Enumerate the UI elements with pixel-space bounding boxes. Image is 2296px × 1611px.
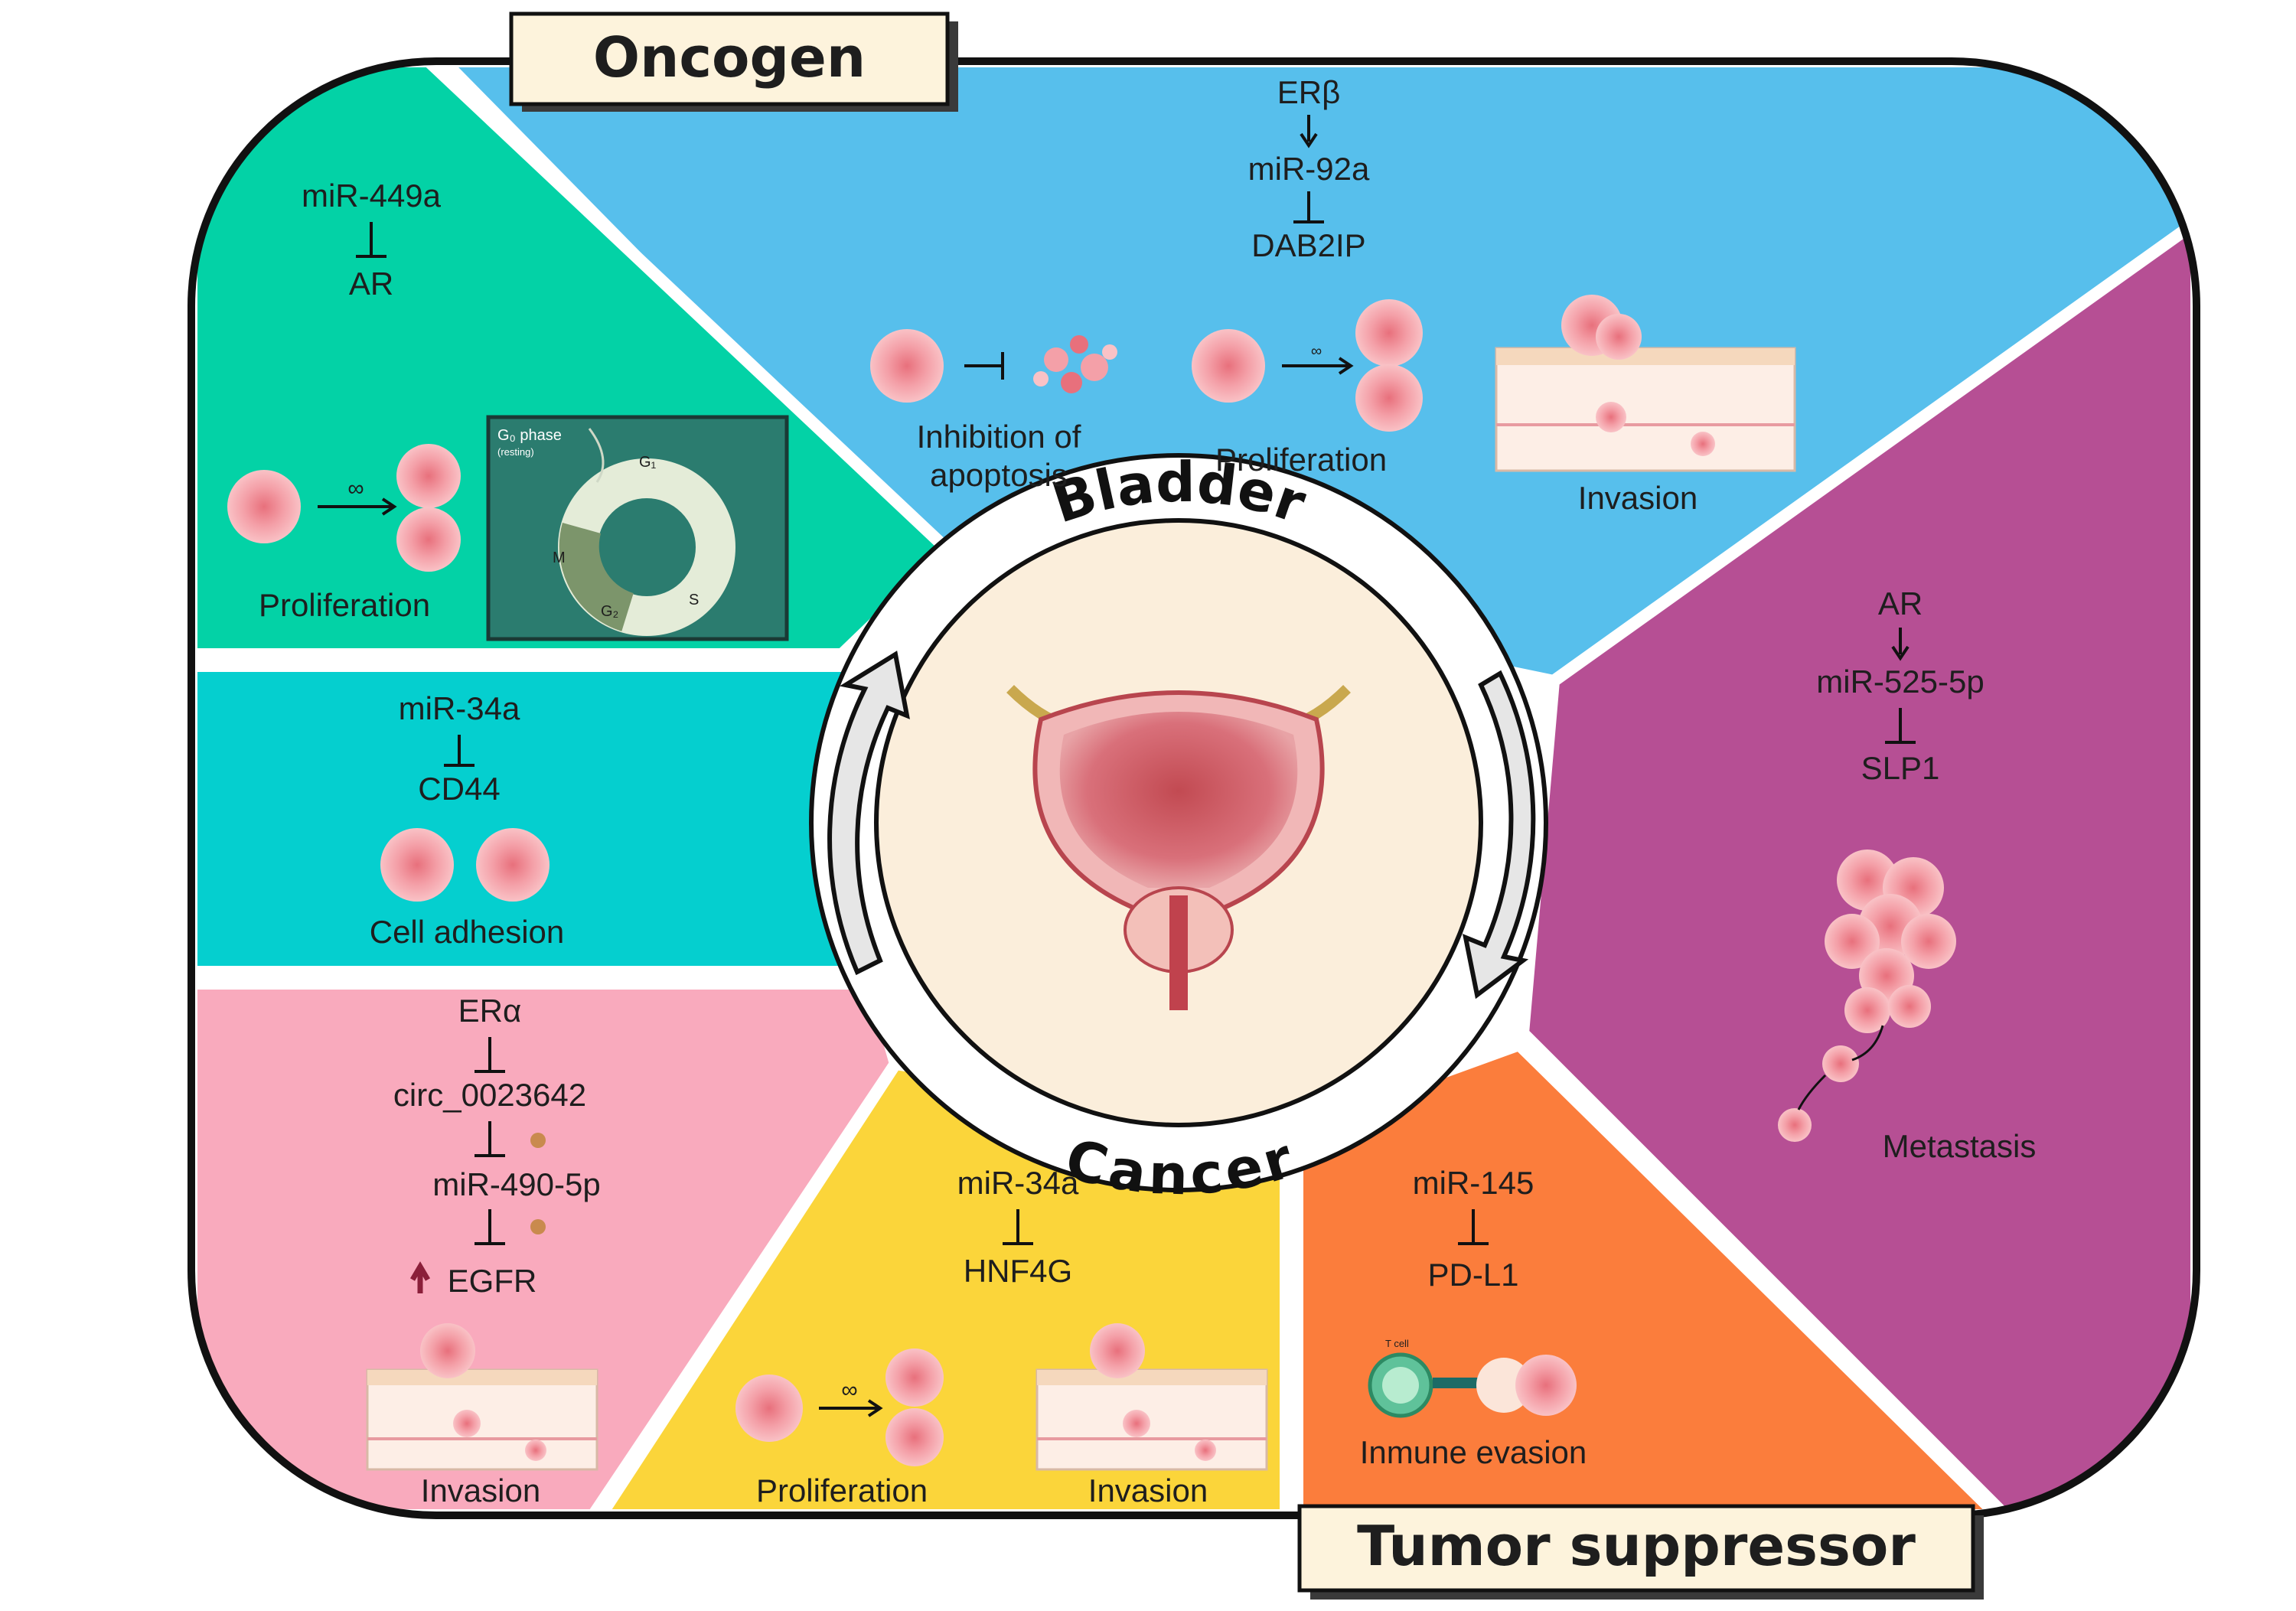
green-item-mir449a: miR-449a [302, 178, 442, 214]
blue-caption-proliferation: Proliferation [1215, 442, 1387, 478]
invasion-tissue-icon [1035, 1323, 1268, 1471]
oncogen-label-box: Oncogen [509, 11, 958, 112]
arrow-right-icon [318, 497, 397, 516]
circular-arrow-icon [1462, 670, 1536, 1000]
cell-icon [227, 470, 301, 543]
inhibition-icon [1293, 191, 1324, 223]
inhibition-icon [1003, 1209, 1033, 1245]
cell-cycle-resting: (resting) [497, 446, 534, 458]
tcell-label: T cell [1385, 1338, 1409, 1349]
tumor-suppressor-title: Tumor suppressor [1357, 1514, 1916, 1578]
infinity-icon: ∞ [347, 476, 364, 501]
apoptotic-cell-icon [1033, 335, 1117, 393]
blue-item-mir92a: miR-92a [1248, 151, 1370, 187]
cell-cycle-g2: G₂ [601, 603, 618, 620]
cell-icon [735, 1375, 803, 1442]
arrow-right-icon [819, 1399, 883, 1417]
blue-item-dab2ip: DAB2IP [1251, 227, 1365, 263]
orange-item-mir145: miR-145 [1413, 1165, 1534, 1201]
purple-item-slp1: SLP1 [1861, 750, 1940, 786]
center-emblem: Bladder Cancer [809, 450, 1548, 1207]
cell-icon [870, 329, 944, 403]
oncogen-title: Oncogen [593, 25, 866, 90]
purple-item-mir525: miR-525-5p [1816, 664, 1984, 700]
arrow-down-icon [1300, 115, 1318, 148]
cell-icon [396, 444, 461, 508]
teal-item-cd44: CD44 [418, 771, 500, 807]
circular-arrow-icon [827, 651, 910, 976]
cell-icon [885, 1348, 944, 1407]
up-arrow-icon [409, 1261, 431, 1293]
cell-icon [396, 507, 461, 572]
green-caption-proliferation: Proliferation [259, 587, 430, 623]
invasion-tissue-icon [1495, 295, 1796, 472]
teal-panel-content: miR-34a CD44 Cell adhesion [370, 690, 565, 950]
arrow-right-icon [1282, 357, 1354, 375]
cell-icon [476, 828, 550, 902]
pink-caption-invasion: Invasion [421, 1472, 540, 1508]
yellow-item-hnf4g: HNF4G [964, 1253, 1072, 1289]
pink-item-circ: circ_0023642 [393, 1077, 586, 1113]
yellow-caption-invasion: Invasion [1088, 1472, 1208, 1508]
blue-caption-apoptosis-2: apoptosis [930, 457, 1068, 493]
inhibition-icon [1458, 1209, 1489, 1245]
orange-item-pdl1: PD-L1 [1427, 1257, 1518, 1293]
teal-caption-adhesion: Cell adhesion [370, 914, 565, 950]
teal-panel [191, 660, 863, 978]
purple-panel-content: AR miR-525-5p SLP1 Metastasis [1778, 585, 2036, 1164]
yellow-caption-proliferation: Proliferation [756, 1472, 928, 1508]
purple-item-ar: AR [1878, 585, 1923, 621]
pink-item-egfr: EGFR [448, 1263, 537, 1299]
cell-icon [1192, 329, 1265, 403]
blue-caption-invasion: Invasion [1578, 480, 1698, 516]
blue-caption-apoptosis-1: Inhibition of [917, 419, 1081, 455]
blue-panel-content: ERβ miR-92a DAB2IP Inhibition of apoptos… [870, 74, 1796, 516]
inhibition-icon [475, 1121, 505, 1157]
green-panel-content: miR-449a AR ∞ Proliferation G₀ phase (re… [227, 178, 789, 641]
inhibition-icon [475, 1037, 505, 1073]
inhibition-icon [444, 735, 475, 767]
cell-icon [1355, 299, 1423, 367]
cell-cycle-s: S [689, 592, 699, 608]
orange-caption-immune: Inmune evasion [1360, 1434, 1587, 1470]
molecule-icon [530, 1219, 546, 1234]
molecule-icon [530, 1133, 546, 1148]
green-item-ar: AR [349, 266, 393, 302]
immune-cells-icon: T cell [1368, 1338, 1577, 1418]
inhibition-icon [356, 222, 386, 258]
cell-icon [380, 828, 454, 902]
cell-cycle-m: M [553, 550, 566, 566]
arrow-down-icon [1891, 628, 1910, 661]
yellow-item-mir34a: miR-34a [957, 1165, 1079, 1201]
teal-item-mir34a: miR-34a [399, 690, 520, 726]
invasion-tissue-icon [366, 1323, 598, 1471]
cell-cycle-g0: G₀ phase [497, 427, 562, 444]
cell-icon [885, 1408, 944, 1466]
cell-icon [1355, 364, 1423, 432]
inhibition-icon [1885, 708, 1916, 744]
infinity-icon: ∞ [841, 1378, 857, 1403]
cell-cycle-inset: G₀ phase (resting) G₁ S G₂ M [486, 415, 789, 641]
inhibition-icon [964, 352, 1004, 380]
pink-item-era: ERα [458, 993, 522, 1029]
inhibition-icon [475, 1209, 505, 1245]
infinity-icon: ∞ [1311, 343, 1322, 360]
metastasis-cluster-icon [1778, 850, 1956, 1142]
orange-panel-content: miR-145 PD-L1 T cell Inmune evasion [1360, 1165, 1587, 1470]
cell-cycle-g1: G₁ [639, 454, 657, 471]
resting-arrow-icon [588, 428, 605, 483]
outer-frame [188, 57, 2200, 1519]
pink-item-mir490: miR-490-5p [432, 1166, 600, 1202]
purple-caption-metastasis: Metastasis [1883, 1128, 2037, 1164]
tumor-suppressor-label-box: Tumor suppressor [1297, 1504, 1984, 1600]
blue-item-erb: ERβ [1277, 74, 1341, 110]
pink-panel-content: ERα circ_0023642 miR-490-5p EGFR Invasio… [366, 993, 601, 1508]
bladder-icon [1006, 685, 1351, 1010]
yellow-panel-content: miR-34a HNF4G ∞ Proliferation Invasion [735, 1165, 1268, 1508]
